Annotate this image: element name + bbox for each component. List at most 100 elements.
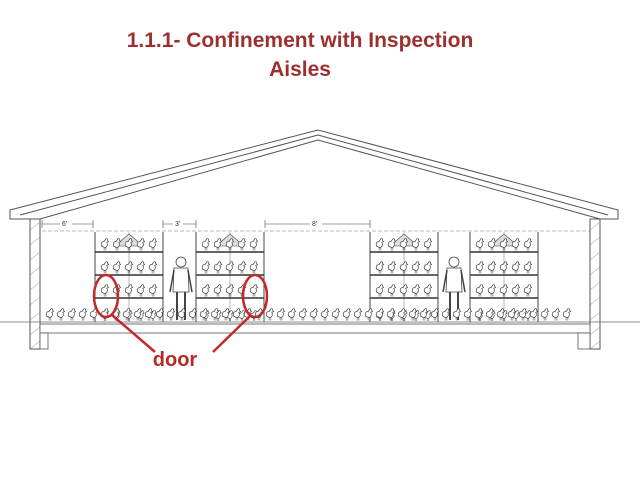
chicken-icon (511, 284, 521, 297)
chicken-icon (177, 308, 187, 321)
chicken-icon (423, 284, 433, 297)
chicken-icon (225, 238, 235, 251)
chicken-icon (375, 261, 385, 274)
chicken-icon (475, 238, 485, 251)
chicken-icon (387, 238, 397, 251)
chicken-icon (511, 261, 521, 274)
chicken-icon (124, 284, 134, 297)
chicken-icon (364, 308, 374, 321)
chicken-icon (430, 308, 440, 321)
chicken-icon (551, 308, 561, 321)
dimension-label-3ft: 3' (175, 221, 180, 228)
slide-title: 1.1.1- Confinement with Inspection Aisle… (0, 26, 600, 84)
door-callout-right (241, 273, 269, 319)
chicken-icon (423, 261, 433, 274)
chicken-icon (166, 308, 176, 321)
chicken-icon (148, 284, 158, 297)
chicken-icon (201, 284, 211, 297)
chicken-icon (201, 238, 211, 251)
chicken-icon (67, 308, 77, 321)
chicken-icon (485, 308, 495, 321)
workers (169, 256, 466, 320)
chicken-icon (411, 284, 421, 297)
chicken-icon (474, 308, 484, 321)
chicken-icon (122, 308, 132, 321)
chicken-icon (499, 261, 509, 274)
chicken-icon (249, 261, 259, 274)
chicken-icon (112, 238, 122, 251)
chicken-icon (399, 238, 409, 251)
door-label: door (152, 349, 198, 371)
chicken-icon (399, 261, 409, 274)
chicken-icon (100, 261, 110, 274)
chicken-icon (397, 308, 407, 321)
dimension-label-6ft: 6' (62, 221, 67, 228)
chicken-icon (213, 284, 223, 297)
chicken-icon (399, 284, 409, 297)
chicken-icon (487, 238, 497, 251)
chicken-icon (475, 261, 485, 274)
chicken-icon (210, 308, 220, 321)
chicken-icon (375, 238, 385, 251)
door-pointer-right (212, 315, 251, 353)
chicken-icon (249, 238, 259, 251)
chicken-icon (188, 308, 198, 321)
chicken-icon (523, 261, 533, 274)
right-wall (589, 218, 601, 350)
chicken-icon (136, 261, 146, 274)
chicken-icon (309, 308, 319, 321)
chicken-icon (225, 284, 235, 297)
slide-title-line-1: 1.1.1- Confinement with Inspection (126, 29, 474, 52)
left-wall (29, 218, 41, 350)
chicken-icon (441, 308, 451, 321)
chicken-icon (124, 238, 134, 251)
floor-slab (0, 321, 640, 350)
chicken-icon (56, 308, 66, 321)
chicken-icon (213, 238, 223, 251)
chicken-icon (540, 308, 550, 321)
chicken-icon (499, 238, 509, 251)
chicken-icon (511, 238, 521, 251)
slide-title-line-2: Aisles (269, 58, 331, 81)
door-callout-left (92, 273, 120, 319)
chicken-icon (487, 284, 497, 297)
chicken-icon (124, 261, 134, 274)
chicken-icon (496, 308, 506, 321)
dimension-label-8ft: 8' (312, 221, 317, 228)
chicken-icon (411, 238, 421, 251)
chicken-icon (78, 308, 88, 321)
door-callouts (92, 273, 269, 353)
chicken-icon (112, 261, 122, 274)
chicken-icon (452, 308, 462, 321)
chicken-icon (201, 261, 211, 274)
chicken-icon (100, 284, 110, 297)
chicken-icon (487, 261, 497, 274)
worker-figure (442, 256, 466, 320)
chicken-icon (463, 308, 473, 321)
chicken-icon (133, 308, 143, 321)
chicken-icon (475, 284, 485, 297)
floor-birds (45, 308, 572, 321)
chicken-icon (507, 308, 517, 321)
chicken-icon (155, 308, 165, 321)
chicken-icon (237, 238, 247, 251)
chicken-icon (562, 308, 572, 321)
chicken-icon (232, 308, 242, 321)
chicken-icon (518, 308, 528, 321)
chicken-icon (386, 308, 396, 321)
chicken-icon (298, 308, 308, 321)
chicken-icon (276, 308, 286, 321)
chicken-icon (320, 308, 330, 321)
chicken-icon (375, 284, 385, 297)
chicken-icon (353, 308, 363, 321)
chicken-icon (213, 261, 223, 274)
chicken-icon (387, 284, 397, 297)
chicken-icon (148, 261, 158, 274)
chicken-icon (529, 308, 539, 321)
chicken-icon (136, 284, 146, 297)
chicken-icon (265, 308, 275, 321)
door-pointer-left (111, 314, 156, 353)
chicken-icon (419, 308, 429, 321)
chicken-icon (148, 238, 158, 251)
